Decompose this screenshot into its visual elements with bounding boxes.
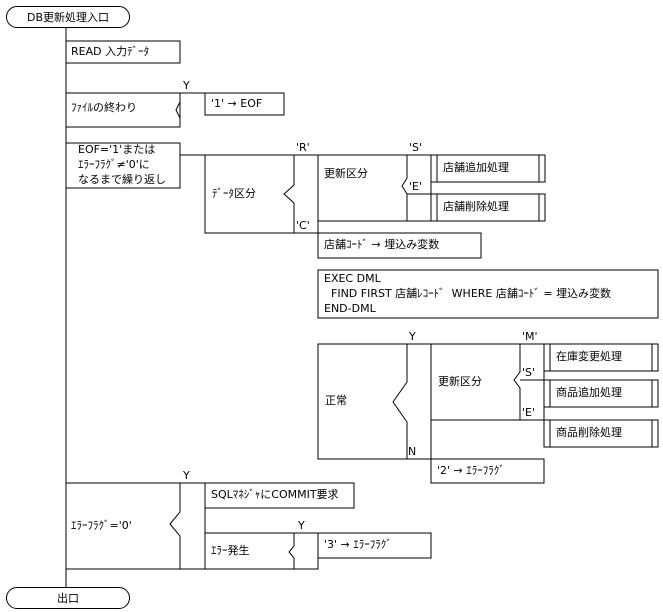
dml-line2: FIND FIRST 店舗ﾚｺｰﾄﾞ WHERE 店舗ｺｰﾄﾞ = 埋込み変数: [324, 287, 612, 300]
read-label: READ 入力ﾃﾞｰﾀ: [71, 45, 150, 58]
branch-s2: 'S': [522, 366, 536, 379]
branch-c: 'C': [296, 219, 310, 232]
end-label: 出口: [57, 592, 79, 605]
errflag-yes: Y: [183, 469, 190, 482]
branch-e: 'E': [409, 180, 422, 193]
error-occurred: ｴﾗｰ発生: [211, 544, 250, 557]
start-label: DB更新処理入口: [26, 11, 110, 24]
set-error-2: '2' → ｴﾗｰﾌﾗｸﾞ: [437, 464, 505, 477]
set-error-3: '3' → ｴﾗｰﾌﾗｸﾞ: [324, 538, 392, 551]
product-update-cond: 更新区分: [438, 375, 482, 388]
product-add: 商品追加処理: [556, 386, 622, 399]
eof-action: '1' → EOF: [211, 97, 263, 110]
data-kubun-cond: ﾃﾞｰﾀ区分: [212, 187, 256, 200]
end-terminal: 出口: [6, 587, 130, 609]
dml-line1: EXEC DML: [324, 272, 381, 285]
start-terminal: DB更新処理入口: [6, 6, 130, 28]
errflag-cond: ｴﾗｰﾌﾗｸﾞ='0': [71, 519, 132, 532]
store-add: 店舗追加処理: [443, 161, 509, 174]
normal-no: N: [408, 445, 417, 458]
loop-line1: EOF='1'または: [78, 143, 156, 156]
loop-line3: なるまで繰り返し: [78, 173, 166, 186]
store-code-assign: 店舗ｺｰﾄﾞ → 埋込み変数: [324, 238, 440, 251]
stock-change: 在庫変更処理: [556, 350, 622, 363]
eof-yes: Y: [183, 79, 190, 92]
loop-line2: ｴﾗｰﾌﾗｸﾞ≠'0'に: [78, 158, 150, 171]
dml-line3: END-DML: [324, 302, 376, 315]
branch-m: 'M': [522, 330, 538, 343]
branch-r: 'R': [296, 141, 310, 154]
commit-request: SQLﾏﾈｼﾞｬにCOMMIT要求: [211, 488, 339, 501]
eof-cond: ﾌｧｲﾙの終わり: [71, 101, 137, 114]
branch-s: 'S': [409, 141, 423, 154]
normal-cond: 正常: [325, 394, 347, 407]
branch-e2: 'E': [522, 406, 535, 419]
normal-yes: Y: [409, 330, 416, 343]
store-update-cond: 更新区分: [324, 167, 368, 180]
error-yes: Y: [298, 519, 305, 532]
product-del: 商品削除処理: [556, 426, 622, 439]
store-del: 店舗削除処理: [443, 200, 509, 213]
